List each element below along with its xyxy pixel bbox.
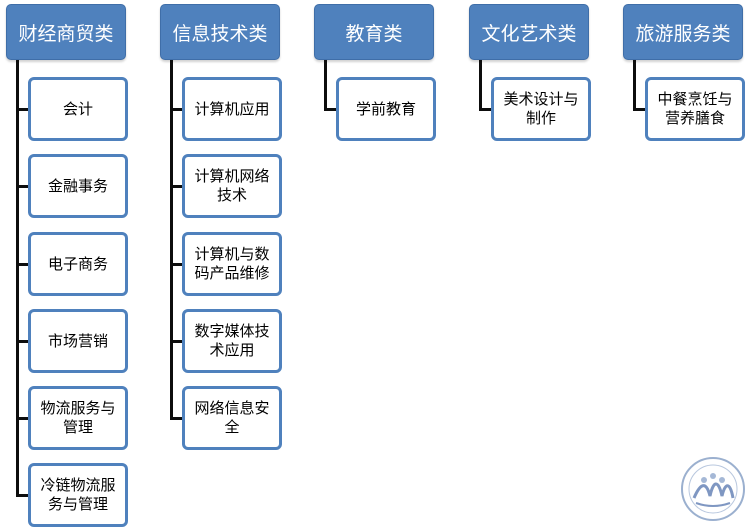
school-emblem-icon — [681, 457, 745, 521]
connector-branch — [16, 185, 29, 188]
connector-branch — [170, 263, 183, 266]
item-digital-media: 数字媒体技术应用 — [182, 309, 282, 373]
item-art-design: 美术设计与制作 — [491, 77, 591, 141]
category-header-information-technology: 信息技术类 — [160, 4, 280, 60]
connector-branch — [16, 263, 29, 266]
item-cold-chain-logistics: 冷链物流服务与管理 — [28, 463, 128, 527]
category-header-tourism-service: 旅游服务类 — [623, 4, 743, 60]
category-header-education: 教育类 — [314, 4, 434, 60]
connector-line-culture-art — [479, 60, 482, 111]
connector-branch — [633, 108, 646, 111]
connector-branch — [479, 108, 492, 111]
item-computer-repair: 计算机与数码产品维修 — [182, 232, 282, 296]
connector-line-tourism-service — [633, 60, 636, 111]
category-header-finance-trade: 财经商贸类 — [6, 4, 126, 60]
item-chinese-cuisine: 中餐烹饪与营养膳食 — [645, 77, 745, 141]
connector-line-information-technology — [170, 60, 173, 420]
connector-branch — [16, 340, 29, 343]
item-preschool-education: 学前教育 — [336, 77, 436, 141]
connector-branch — [170, 340, 183, 343]
connector-branch — [170, 185, 183, 188]
item-network-security: 网络信息安全 — [182, 386, 282, 450]
item-computer-application: 计算机应用 — [182, 77, 282, 141]
connector-branch — [16, 417, 29, 420]
category-header-culture-art: 文化艺术类 — [469, 4, 589, 60]
item-e-commerce: 电子商务 — [28, 232, 128, 296]
item-logistics-management: 物流服务与管理 — [28, 386, 128, 450]
item-computer-network: 计算机网络技术 — [182, 154, 282, 218]
item-marketing: 市场营销 — [28, 309, 128, 373]
item-financial-affairs: 金融事务 — [28, 154, 128, 218]
connector-branch — [324, 108, 337, 111]
connector-branch — [170, 108, 183, 111]
connector-branch — [170, 417, 183, 420]
connector-line-finance-trade — [16, 60, 19, 497]
connector-line-education — [324, 60, 327, 111]
connector-branch — [16, 494, 29, 497]
connector-branch — [16, 108, 29, 111]
item-accounting: 会计 — [28, 77, 128, 141]
